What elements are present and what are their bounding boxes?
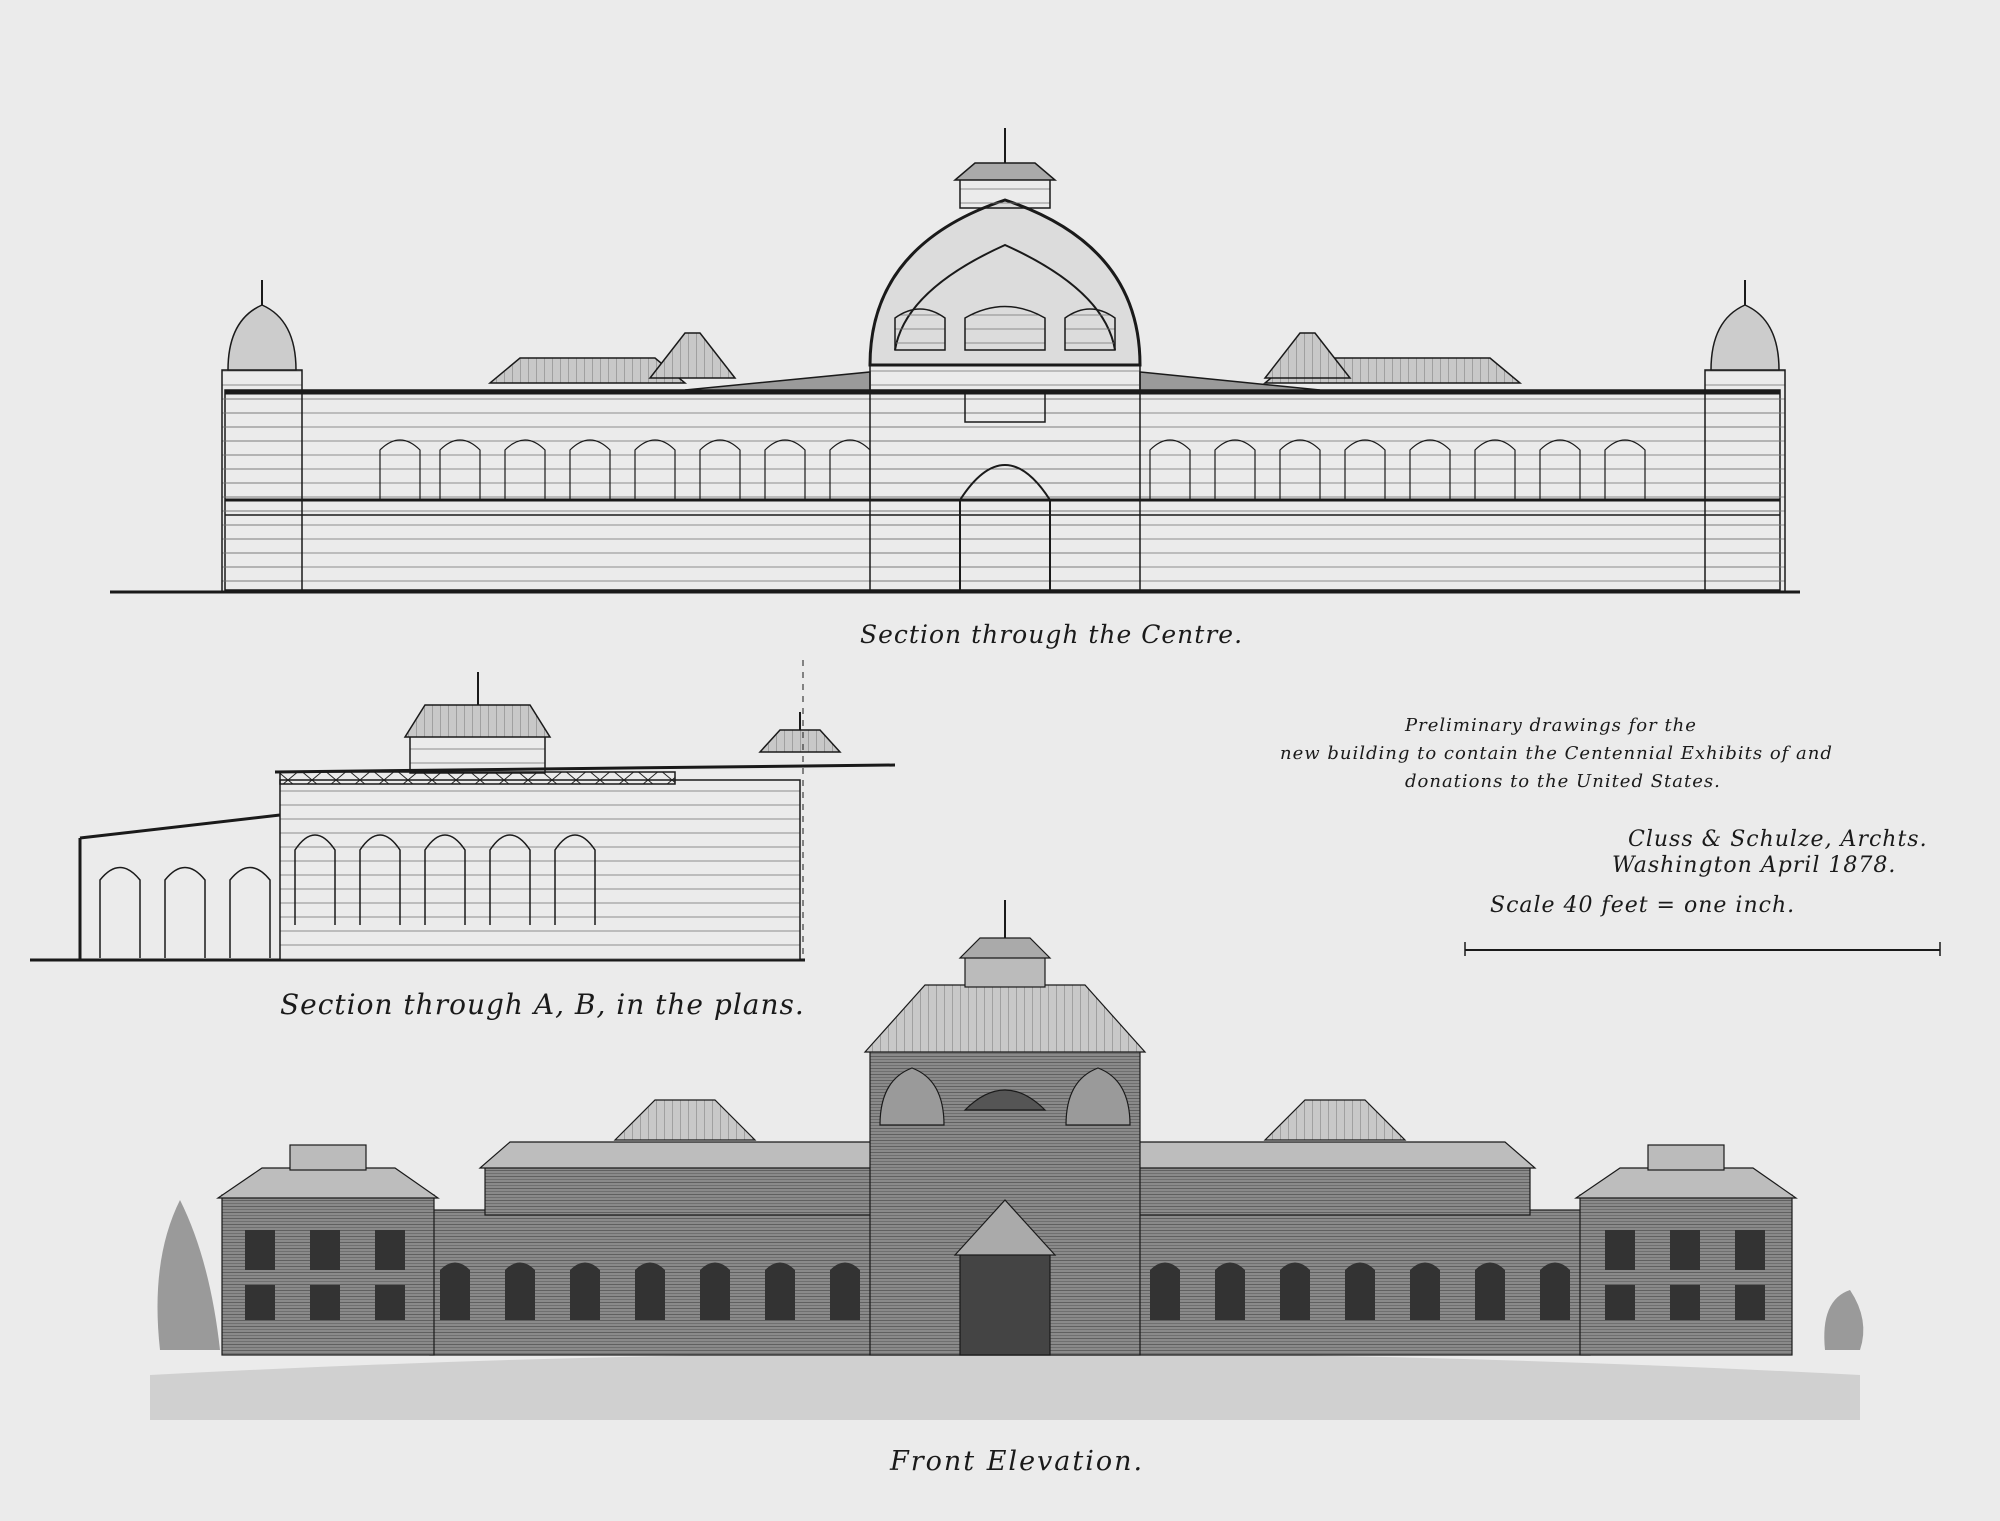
scale-bar	[1464, 942, 1941, 956]
note-line-2: new building to contain the Centennial E…	[1280, 743, 1833, 764]
scale-note: Scale 40 feet = one inch.	[1490, 893, 1796, 918]
section-ab-drawing	[30, 660, 896, 962]
note-line-1: Preliminary drawings for the	[1405, 715, 1697, 736]
caption-section-ab: Section through A, B, in the plans.	[280, 988, 805, 1021]
note-line-3: donations to the United States.	[1405, 771, 1721, 792]
caption-front-elevation: Front Elevation.	[890, 1446, 1145, 1477]
section-centre-drawing	[110, 128, 1800, 594]
place-date: Washington April 1878.	[1612, 853, 1897, 878]
front-elevation-drawing	[150, 900, 1864, 1420]
caption-section-centre: Section through the Centre.	[860, 620, 1244, 649]
architects-signature: Cluss & Schulze, Archts.	[1628, 827, 1928, 852]
